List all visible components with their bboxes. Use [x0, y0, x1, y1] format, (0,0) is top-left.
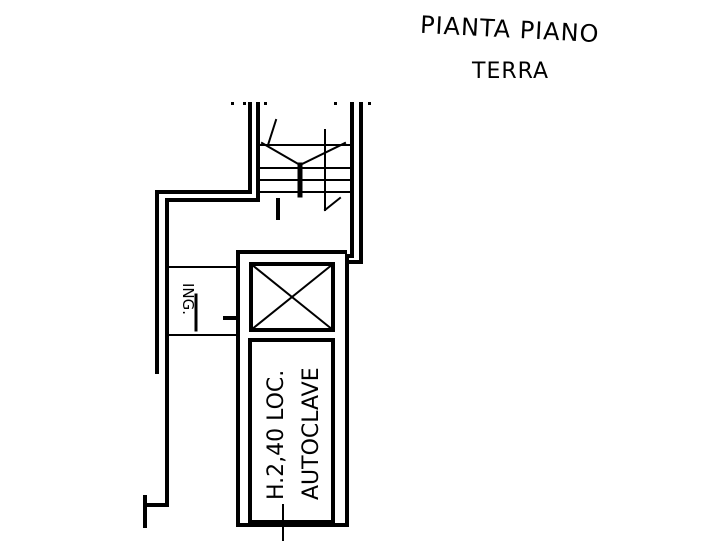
walls	[143, 102, 363, 541]
title-line-2: TERRA	[471, 59, 549, 84]
room-name-label: AUTOCLAVE	[299, 367, 324, 500]
title-line-1: PIANTA PIANO	[419, 11, 600, 48]
entrance-label: ING.	[179, 283, 197, 315]
dotted-continuation	[231, 102, 371, 105]
room-height-label: H.2,40 LOC.	[264, 370, 289, 500]
plan-title: PIANTA PIANO TERRA	[419, 11, 600, 84]
